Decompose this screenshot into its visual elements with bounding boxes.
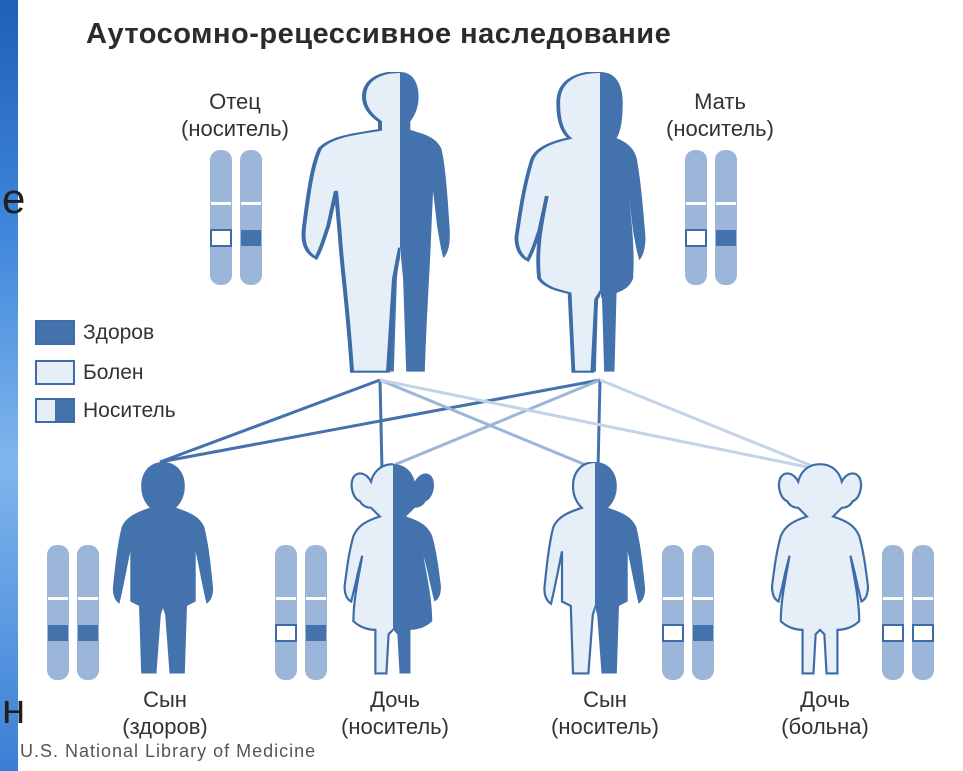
child-daughter-affected: [772, 464, 868, 673]
chromosome-pair-daughter-affected: [882, 545, 934, 680]
father-label-status: (носитель): [155, 115, 315, 142]
child-label-role: Дочь: [310, 686, 480, 713]
chromosome-pair-mother: [685, 150, 737, 285]
child-label-status: (больна): [745, 713, 905, 740]
father-label: Отец (носитель): [155, 88, 315, 142]
father-figure: [304, 72, 497, 372]
legend-swatch-half: [35, 398, 75, 423]
child-label-role: Сын: [520, 686, 690, 713]
child-label-status: (носитель): [520, 713, 690, 740]
legend-swatch-light: [35, 360, 75, 385]
child-label-role: Сын: [85, 686, 245, 713]
legend-item-affected: Болен: [35, 360, 144, 385]
legend-item-carrier: Носитель: [35, 398, 176, 423]
child-label-2: Дочь (носитель): [310, 686, 480, 740]
chromosome-pair-daughter-carrier: [275, 545, 327, 680]
child-label-status: (здоров): [85, 713, 245, 740]
child-label-4: Дочь (больна): [745, 686, 905, 740]
child-son-carrier: [544, 462, 645, 673]
father-label-name: Отец: [155, 88, 315, 115]
chromosome-pair-father: [210, 150, 262, 285]
legend-label: Здоров: [83, 321, 154, 345]
source-credit: U.S. National Library of Medicine: [20, 741, 316, 762]
inheritance-lines: [160, 380, 822, 470]
child-label-3: Сын (носитель): [520, 686, 690, 740]
mother-label: Мать (носитель): [640, 88, 800, 142]
legend-swatch-dark: [35, 320, 75, 345]
chromosome-pair-son-carrier: [662, 545, 714, 680]
mother-label-status: (носитель): [640, 115, 800, 142]
mother-label-name: Мать: [640, 88, 800, 115]
chromosome-pair-son-healthy: [47, 545, 99, 680]
child-son-healthy: [113, 462, 213, 673]
child-label-status: (носитель): [310, 713, 480, 740]
legend-label: Болен: [83, 361, 144, 385]
legend-item-healthy: Здоров: [35, 320, 154, 345]
legend-label: Носитель: [83, 399, 176, 423]
child-label-1: Сын (здоров): [85, 686, 245, 740]
child-label-role: Дочь: [745, 686, 905, 713]
child-daughter-carrier: [345, 464, 442, 673]
